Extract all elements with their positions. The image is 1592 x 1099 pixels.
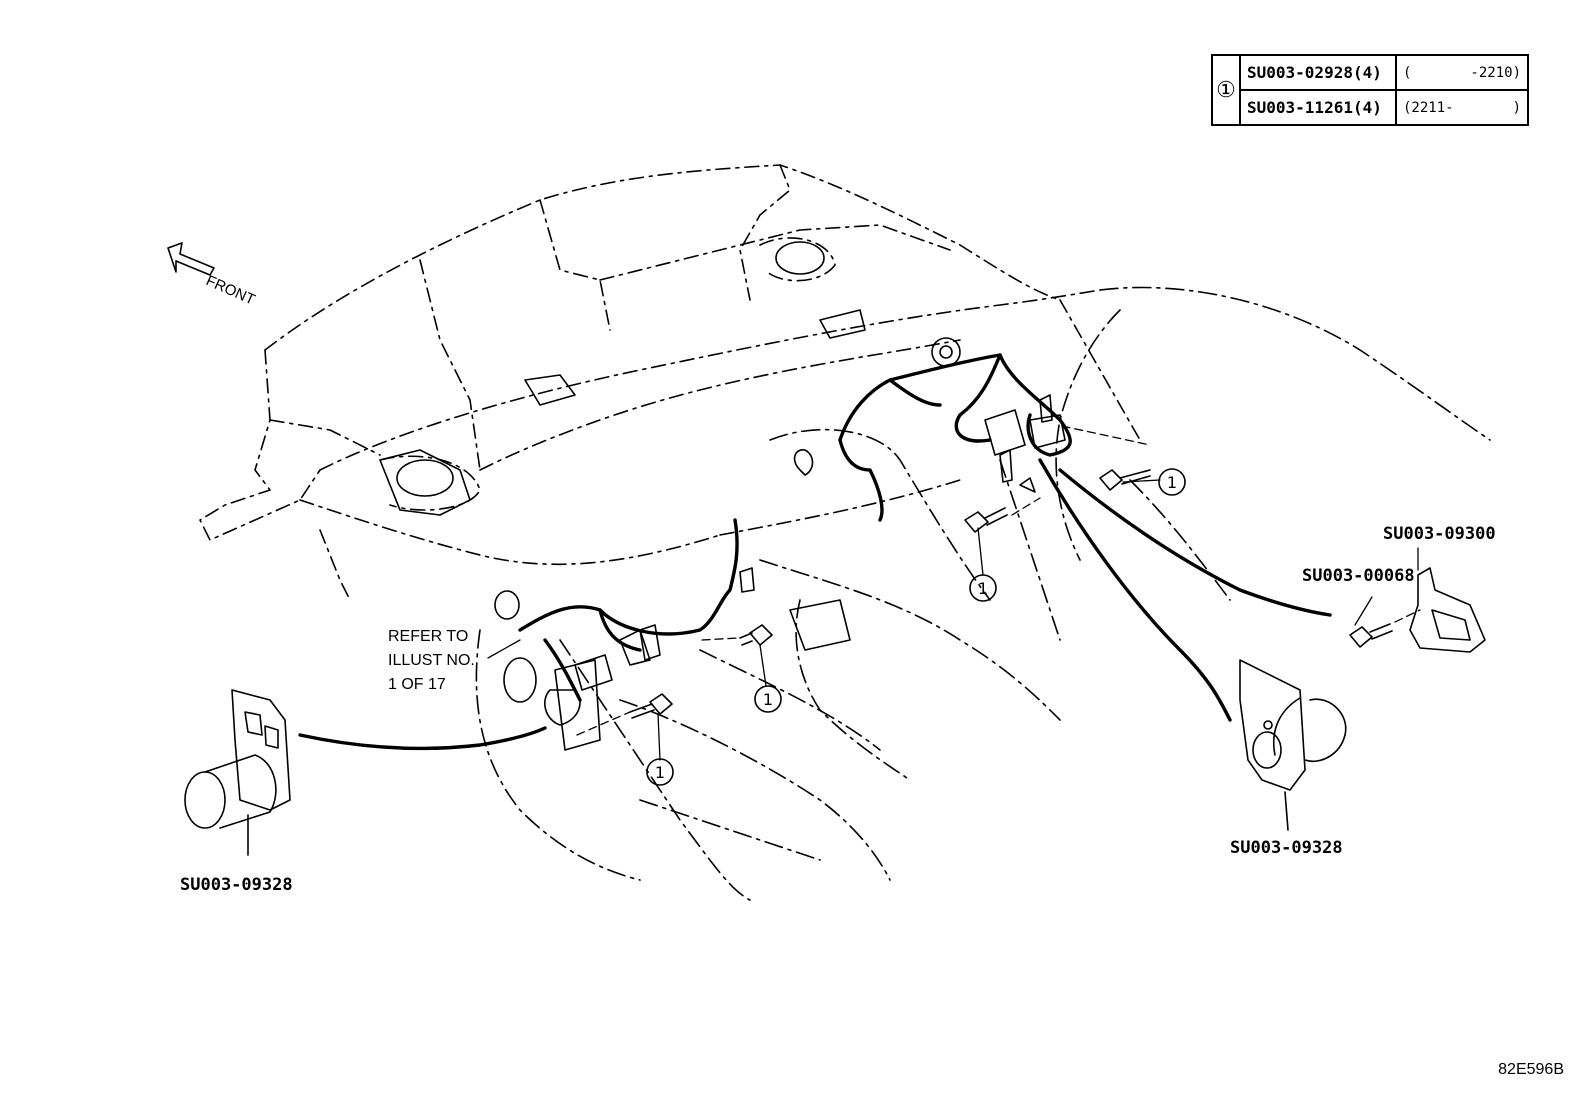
legend-date-range: (2211- ) — [1394, 89, 1530, 126]
part-label-bracket-right: SU003-09300 — [1383, 524, 1496, 544]
part-label-unit-left: SU003-09328 — [180, 875, 293, 895]
legend-date-range: ( -2210) — [1394, 54, 1530, 91]
install-lines — [576, 425, 1421, 736]
callout-1-d — [646, 758, 674, 786]
legend-part-number: SU003-02928(4) — [1239, 54, 1397, 91]
bolt-icon-2 — [964, 507, 1008, 533]
bolt-icon-3 — [739, 624, 773, 646]
unit-left — [184, 689, 291, 856]
bolt-icon-4 — [629, 693, 673, 719]
refer-note-line-1: REFER TO — [388, 628, 468, 645]
harness-components — [494, 337, 1066, 751]
legend-row: ① SU003-02928(4) ( -2210) — [1211, 54, 1530, 126]
body-details — [379, 241, 1036, 703]
leader-lines — [487, 479, 1419, 761]
refer-note-line-2: ILLUST NO. — [388, 652, 475, 669]
bracket-right — [1409, 567, 1486, 653]
front-label: FRONT — [203, 272, 257, 309]
callout-1-a — [1158, 468, 1186, 496]
wire-harness — [298, 353, 1332, 751]
bolt-icon-1 — [1099, 469, 1151, 491]
legend-row: SU003-11261(4) (2211- ) — [1212, 89, 1530, 126]
front-arrow-icon — [167, 242, 215, 276]
vehicle-body-outline — [199, 164, 1141, 601]
legend-part-number: SU003-11261(4) — [1239, 89, 1397, 126]
callout-1-c — [754, 685, 782, 713]
callout-num-b: 1 — [978, 579, 988, 598]
callout-legend-table: ① SU003-02928(4) ( -2210) SU003-11261(4)… — [1211, 54, 1530, 126]
unit-right — [1239, 659, 1347, 831]
refer-note-line-3: 1 OF 17 — [388, 676, 446, 693]
callout-num-d: 1 — [655, 763, 665, 782]
drawing-code: 82E596B — [1498, 1061, 1564, 1078]
callout-num-a: 1 — [1167, 473, 1177, 492]
floor-contours — [475, 286, 1491, 901]
legend-callout-symbol: ① — [1211, 54, 1241, 126]
part-label-bolt-right: SU003-00068 — [1302, 566, 1415, 586]
callout-num-c: 1 — [763, 690, 773, 709]
callout-1-b — [969, 574, 997, 602]
bolt-icon-right — [1349, 623, 1393, 648]
part-label-unit-right: SU003-09328 — [1230, 838, 1343, 858]
